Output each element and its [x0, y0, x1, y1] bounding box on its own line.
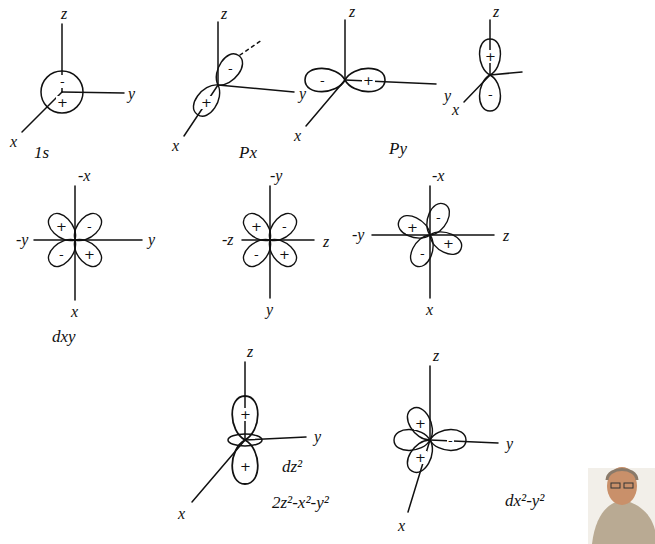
axis-label: z — [432, 348, 440, 364]
phase-sign: - — [227, 62, 234, 75]
orbital-label: dx²-y² — [504, 492, 545, 509]
axis-label: -y — [351, 227, 365, 243]
phase-sign: - — [58, 248, 65, 261]
phase-sign: + — [56, 96, 69, 109]
axis-label: z — [492, 4, 500, 20]
axis-label: z — [348, 4, 356, 20]
phase-sign: + — [484, 50, 497, 63]
axis-label: -y — [15, 232, 29, 248]
phase-sign: - — [319, 74, 326, 87]
phase-sign: + — [362, 74, 375, 87]
orbital-label: Py — [388, 140, 408, 157]
phase-sign: - — [435, 211, 442, 224]
axis-label: z — [220, 6, 228, 22]
phase-sign: + — [414, 451, 427, 464]
phase-sign: + — [414, 417, 427, 430]
phase-sign: - — [447, 434, 454, 447]
orbital-label: Px — [238, 144, 258, 161]
orbital-label: dxy — [51, 328, 77, 345]
axis-label: z — [60, 6, 68, 22]
phase-sign: + — [442, 237, 455, 250]
axis-label: y — [298, 86, 307, 102]
orbital-label: dz² — [281, 458, 303, 475]
phase-sign: - — [59, 75, 66, 88]
phase-sign: - — [419, 247, 426, 260]
phase-sign: + — [278, 248, 291, 261]
axis-label: x — [171, 138, 180, 154]
axis-label: y — [443, 88, 452, 104]
phase-sign: + — [200, 96, 213, 109]
phase-sign: + — [406, 221, 419, 234]
phase-sign: - — [281, 220, 288, 233]
axis-label: z — [502, 228, 510, 244]
orbital-label: 1s — [33, 144, 50, 161]
axis-label: x — [9, 134, 18, 150]
axis-label: -x — [77, 168, 91, 184]
presenter-photo — [588, 467, 655, 544]
phase-sign: + — [239, 408, 252, 421]
axis-label: x — [177, 506, 186, 522]
phase-sign: - — [86, 220, 93, 233]
phase-sign: + — [250, 220, 263, 233]
axis-label: -y — [269, 168, 283, 184]
axis-label: x — [70, 304, 79, 320]
axis-label: x — [397, 518, 406, 534]
axis-label: y — [265, 302, 274, 318]
axis-label: y — [313, 429, 322, 445]
axis-label: y — [127, 86, 136, 102]
axis-label: z — [246, 344, 254, 360]
phase-sign: - — [487, 88, 494, 101]
axis-label: y — [147, 232, 156, 248]
phase-sign: + — [83, 248, 96, 261]
orbital-label: 2z²-x²-y² — [271, 494, 330, 511]
axis-label: x — [293, 128, 302, 144]
axis-label: -z — [221, 232, 235, 248]
axis-label: y — [505, 436, 514, 452]
axis-label: x — [451, 102, 460, 118]
phase-sign: + — [239, 460, 252, 473]
axis-label: x — [425, 302, 434, 318]
axis-label: -x — [431, 168, 445, 184]
phase-sign: - — [253, 248, 260, 261]
phase-sign: + — [55, 220, 68, 233]
axis-label: z — [322, 234, 330, 250]
